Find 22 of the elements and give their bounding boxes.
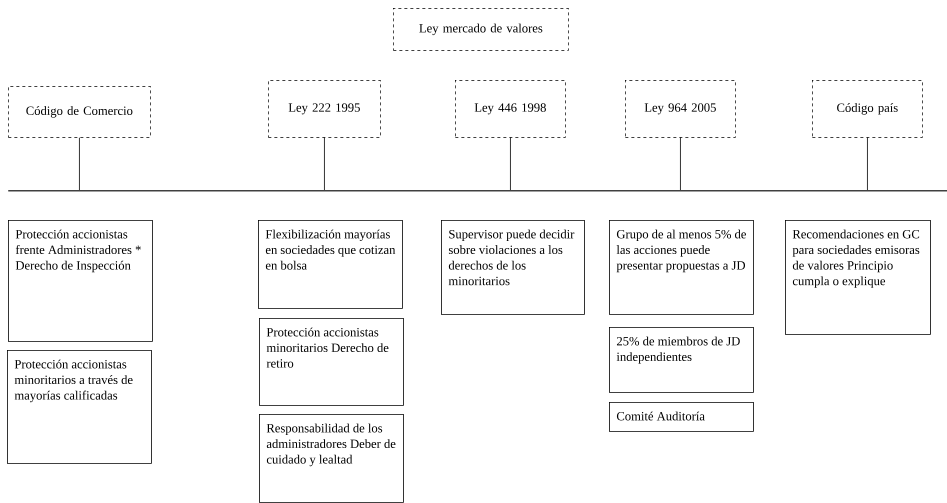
law-box: Ley 964 2005 [625, 80, 736, 138]
law-box: Ley 446 1998 [455, 80, 566, 138]
law-box: Código país [812, 80, 923, 138]
connector-line [324, 137, 325, 190]
text-box: Grupo de al menos 5% de las acciones puede presentar propuestas a JD [609, 220, 754, 315]
text-box: Flexibilización mayorías en sociedades que cotizan en bolsa [258, 220, 403, 309]
text-box: Protección accionistas minoritarios Derecho de retiro [259, 318, 404, 406]
law-box: Código de Comercio [8, 86, 151, 138]
text-box: 25% de miembros de JD independientes [609, 327, 754, 393]
text-box: Recomendaciones en GC para sociedades emisoras de valores Principio cumpla o explique [785, 220, 931, 335]
connector-line [78, 137, 80, 190]
connector-line [510, 137, 511, 190]
text-box: Protección accionistas minoritarios a través de mayorías calificadas [7, 350, 152, 464]
law-box: Ley 222 1995 [268, 80, 381, 138]
connector-line [866, 137, 868, 190]
text-box: Responsabilidad de los administradores Deber de cuidado y lealtad [259, 414, 404, 503]
law-box: Ley mercado de valores [393, 8, 569, 51]
text-box: Comité Auditoría [609, 402, 754, 432]
connector-line [680, 137, 681, 190]
timeline [8, 190, 947, 192]
text-box: Protección accionistas frente Administradores * Derecho de Inspección [8, 220, 153, 342]
text-box: Supervisor puede decidir sobre violaciones a los derechos de los minoritarios [441, 220, 585, 315]
